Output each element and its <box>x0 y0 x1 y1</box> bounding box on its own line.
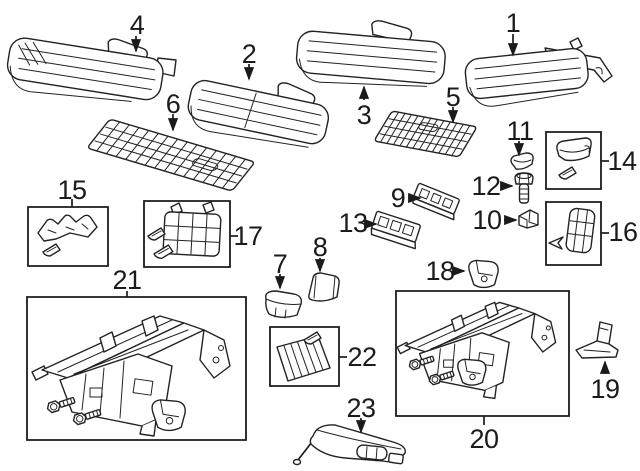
part-3-seat-cushion <box>295 14 448 93</box>
part-box-17 <box>144 201 230 267</box>
part-17-panel <box>147 202 221 260</box>
callout-6: 6 <box>165 89 181 119</box>
callout-16: 16 <box>608 217 638 247</box>
part-22-vent-panel <box>277 331 330 381</box>
callout-leader-lines <box>72 161 609 425</box>
part-10-clip <box>519 210 538 228</box>
callout-4: 4 <box>129 10 145 40</box>
part-8-cover <box>309 273 339 301</box>
part-1-seat-cushion <box>464 38 612 109</box>
callout-5: 5 <box>445 82 461 112</box>
callout-7: 7 <box>272 249 288 279</box>
callout-8: 8 <box>312 232 328 262</box>
part-23-strap <box>294 425 406 465</box>
part-15-bracket <box>38 215 97 257</box>
part-20-seat-frame <box>396 301 557 399</box>
callout-14: 14 <box>607 146 637 176</box>
callout-17: 17 <box>233 221 263 251</box>
callout-21: 21 <box>112 265 142 295</box>
part-13-bracket <box>370 211 423 249</box>
part-14-cover <box>557 138 591 180</box>
callout-12: 12 <box>471 171 501 201</box>
part-box-21 <box>27 297 246 440</box>
part-16-pad <box>549 208 595 254</box>
callout-15: 15 <box>57 175 87 205</box>
callout-22: 22 <box>347 342 377 372</box>
callout-1: 1 <box>505 8 521 38</box>
callout-11: 11 <box>506 116 534 146</box>
callout-19: 19 <box>590 374 620 404</box>
callout-23: 23 <box>346 393 376 423</box>
part-19-bracket <box>576 322 618 358</box>
callout-arrows <box>130 34 611 434</box>
part-7-cover <box>266 291 302 318</box>
callout-2: 2 <box>241 39 257 69</box>
callout-3: 3 <box>356 100 372 130</box>
part-box-20 <box>396 291 569 416</box>
part-2-seat-cushion <box>184 64 334 155</box>
part-18-latch-cover <box>468 259 499 289</box>
part-5-floor-panel <box>374 111 477 157</box>
callout-20: 20 <box>469 424 499 454</box>
part-12-bolt <box>515 173 533 203</box>
part-box-15 <box>28 207 108 266</box>
part-9-bracket <box>411 183 462 220</box>
callout-13: 13 <box>338 208 368 238</box>
callout-9: 9 <box>390 183 406 213</box>
callout-18: 18 <box>425 256 455 286</box>
part-21-seat-frame <box>31 315 231 437</box>
callout-10: 10 <box>472 205 502 235</box>
part-11-clip <box>511 153 533 169</box>
part-4-seat-cushion <box>4 23 176 112</box>
part-6-floor-panel <box>87 119 255 191</box>
